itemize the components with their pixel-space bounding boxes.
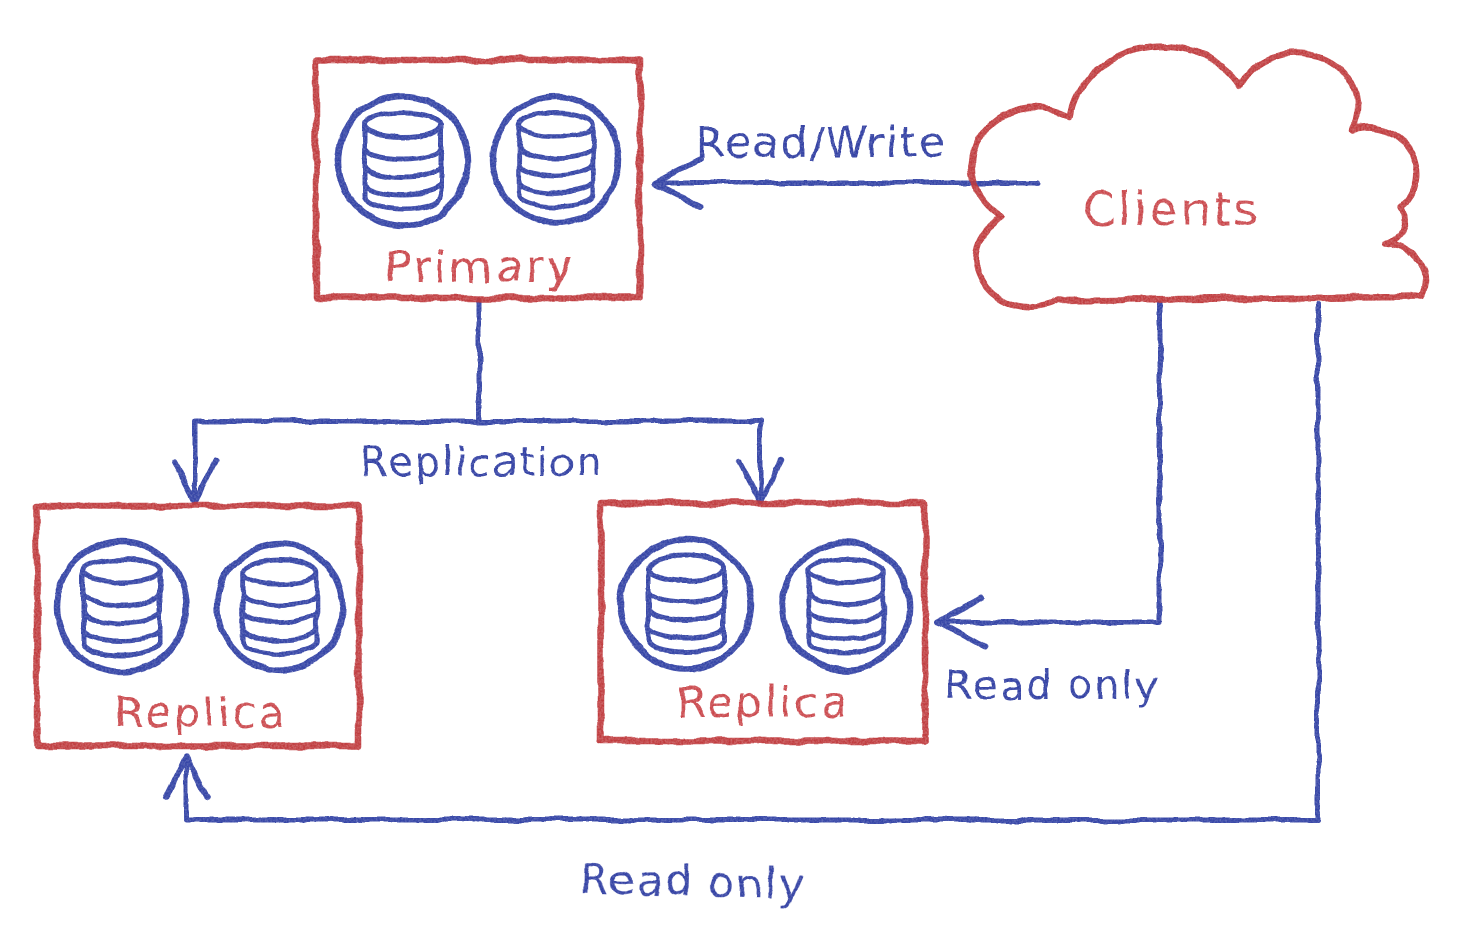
database-icon [782, 542, 909, 669]
read-only-left-line [183, 299, 1321, 823]
database-icon [493, 97, 619, 223]
read-only-mid-label: Read only [945, 663, 1161, 709]
replication-label: Replication [360, 440, 603, 486]
edge-labels-layer: Read/Write Replication Read only Read on… [360, 118, 1161, 909]
primary-label: Primary [384, 242, 575, 293]
replica-mid-label: Replica [677, 678, 850, 727]
read-write-label: Read/Write [696, 118, 947, 167]
database-icon [217, 544, 343, 670]
database-icon [338, 96, 468, 226]
nodes-layer [33, 42, 1429, 750]
read-only-left-label: Read only [579, 854, 806, 909]
replica-left-label: Replica [115, 688, 288, 737]
replication-lines [192, 297, 763, 499]
read-only-mid-line [941, 299, 1163, 625]
primary-box [312, 56, 644, 302]
replica-mid-box [597, 499, 929, 745]
clients-cloud [968, 42, 1429, 310]
node-labels-layer: Primary Replica Replica Clients [115, 182, 1261, 737]
read-only-left-arrow [163, 299, 1321, 823]
database-icon [57, 542, 187, 672]
arrowhead-up-icon [163, 753, 210, 801]
arrowhead-left-icon [651, 156, 704, 210]
edges-layer [163, 156, 1321, 823]
clients-label: Clients [1083, 182, 1261, 236]
arrowhead-down-icon [171, 458, 219, 505]
replica-left-box [33, 502, 363, 750]
replication-connector [171, 297, 784, 505]
read-only-mid-arrow [935, 299, 1163, 650]
database-icon [621, 539, 751, 669]
arrowhead-left-icon [935, 595, 987, 650]
